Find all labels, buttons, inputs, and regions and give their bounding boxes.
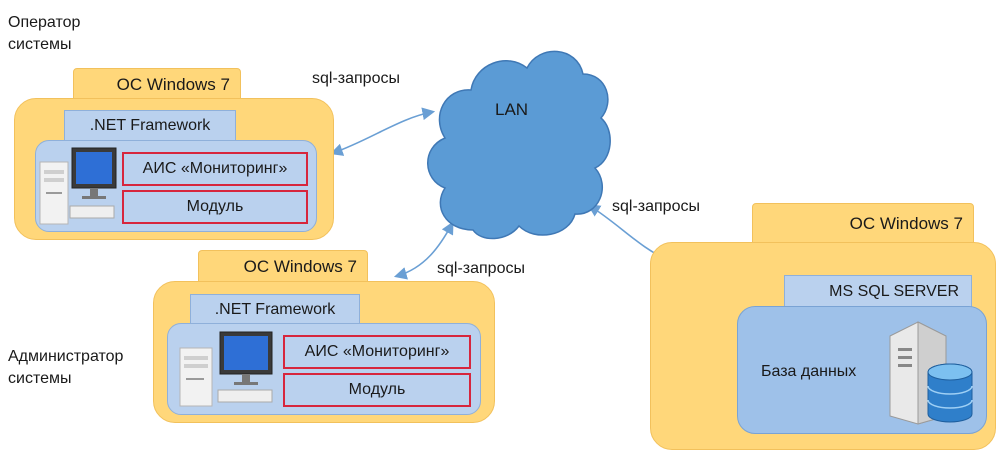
operator-module-label: Модуль: [186, 198, 244, 215]
operator-role-line1: Оператор: [8, 14, 81, 31]
operator-app-label: АИС «Мониторинг»: [142, 160, 288, 177]
operator-os-tab: ОС Windows 7: [73, 68, 241, 102]
sql-label-admin: sql-запросы: [437, 260, 525, 277]
admin-module-box: Модуль: [283, 373, 471, 407]
admin-os-label: ОС Windows 7: [243, 257, 357, 276]
operator-framework-label: .NET Framework: [89, 117, 211, 134]
sql-label-operator: sql-запросы: [312, 70, 400, 87]
database-label: База данных: [761, 363, 857, 380]
admin-module-label: Модуль: [348, 381, 406, 398]
admin-framework-label: .NET Framework: [214, 301, 336, 318]
operator-app-box: АИС «Мониторинг»: [122, 152, 308, 186]
admin-framework-tab: .NET Framework: [190, 294, 360, 326]
admin-role-line1: Администратор: [8, 348, 124, 365]
operator-role-line2: системы: [8, 36, 72, 53]
operator-module-box: Модуль: [122, 190, 308, 224]
admin-role-line2: системы: [8, 370, 72, 387]
desktop-computer-icon: [179, 331, 273, 407]
server-database-icon: [889, 321, 973, 425]
lan-label: LAN: [495, 100, 529, 119]
server-dbms-tab: MS SQL SERVER: [784, 275, 972, 309]
operator-framework-tab: .NET Framework: [64, 110, 236, 142]
cloud-icon: [427, 50, 611, 240]
server-os-label: ОС Windows 7: [849, 214, 963, 233]
admin-app-label: АИС «Мониторинг»: [304, 343, 450, 360]
server-dbms-label: MS SQL SERVER: [829, 283, 959, 300]
admin-os-tab: ОС Windows 7: [198, 250, 368, 284]
sql-label-server: sql-запросы: [612, 198, 700, 215]
admin-app-box: АИС «Мониторинг»: [283, 335, 471, 369]
lan-cloud: LAN: [415, 30, 615, 245]
operator-os-label: ОС Windows 7: [116, 75, 230, 94]
server-os-tab: ОС Windows 7: [752, 203, 974, 245]
desktop-computer-icon: [39, 147, 117, 225]
